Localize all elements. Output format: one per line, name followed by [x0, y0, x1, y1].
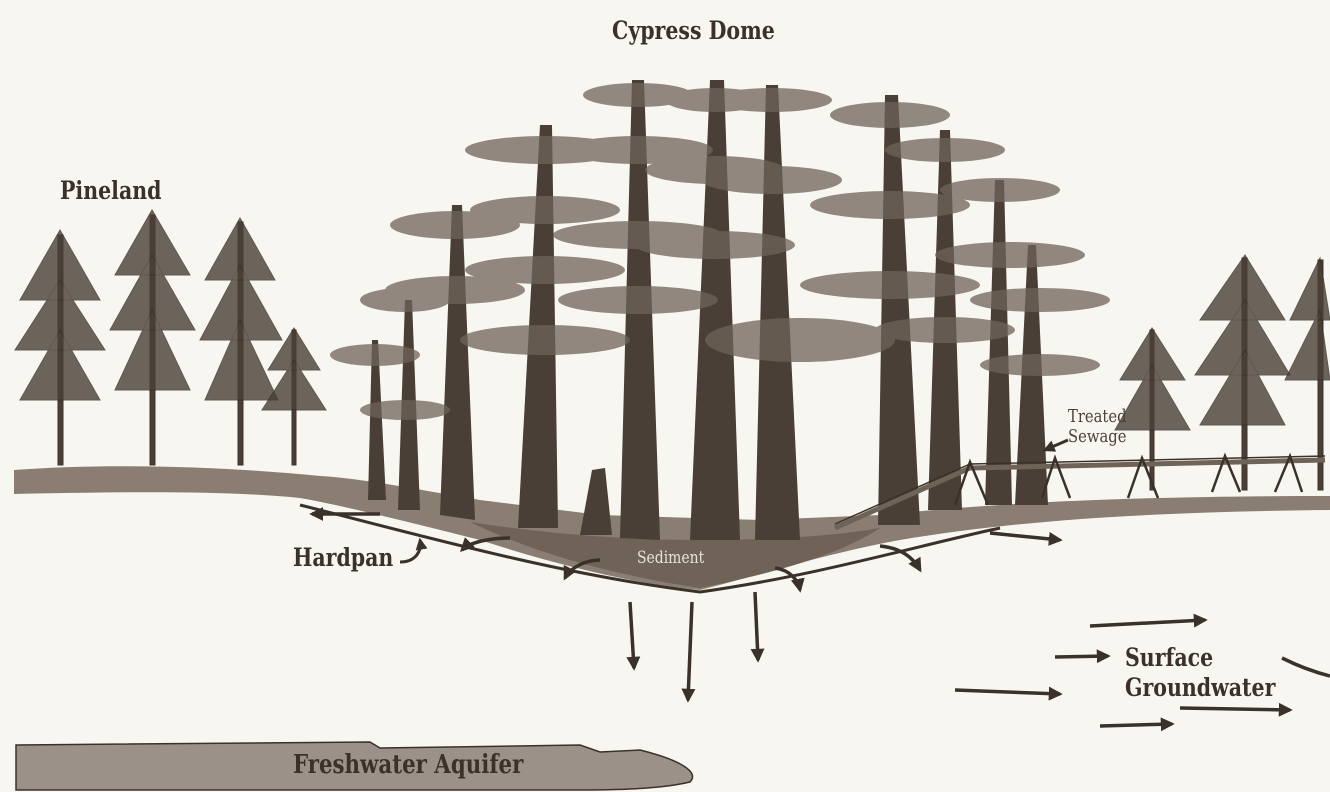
hardpan-label: Hardpan	[293, 543, 393, 572]
treated-sewage-label: Treated Sewage	[1068, 407, 1127, 447]
cypress-trees	[330, 80, 1110, 540]
treated-sewage-line2: Sewage	[1068, 427, 1127, 447]
treated-sewage-arrow	[1045, 440, 1068, 450]
infiltration-arrows	[630, 592, 758, 700]
cypress-dome-title: Cypress Dome	[612, 16, 775, 45]
freshwater-aquifer-label: Freshwater Aquifer	[293, 750, 523, 780]
surface-groundwater-label: Surface Groundwater	[1125, 643, 1275, 703]
treated-sewage-line1: Treated	[1068, 407, 1127, 427]
sediment-label: Sediment	[637, 548, 704, 568]
surface-groundwater-line2: Groundwater	[1125, 673, 1275, 703]
hardpan-pointer-arrow	[400, 540, 420, 562]
pineland-label: Pineland	[60, 176, 161, 205]
surface-groundwater-line1: Surface	[1125, 643, 1275, 673]
